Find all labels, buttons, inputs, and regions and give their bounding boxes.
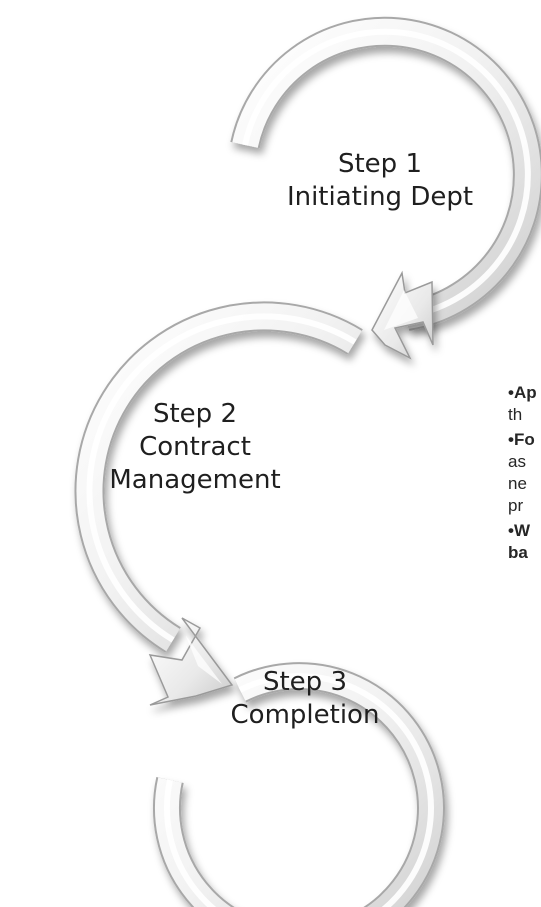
- step1-subtitle: Initiating Dept: [286, 182, 474, 212]
- step1-arrow: [230, 16, 541, 331]
- note-item-2-line: as: [508, 452, 526, 471]
- step2-title: Step 2: [152, 399, 237, 429]
- note-item-2-line: ne: [508, 474, 527, 493]
- note-item-3: •W ba: [508, 520, 541, 564]
- step1-label: Step 1 Initiating Dept: [265, 148, 495, 214]
- note-item-2-head: •Fo: [508, 430, 535, 449]
- step2-arrow: [74, 301, 363, 653]
- step2-label: Step 2 Contract Management: [95, 398, 295, 497]
- step2-arrowhead: [148, 617, 234, 706]
- notes-panel: •Ap th •Fo as ne pr •W ba: [508, 382, 541, 567]
- step2-subtitle: Contract: [139, 432, 251, 462]
- step3-arrow: [152, 662, 445, 907]
- step1-title: Step 1: [337, 149, 422, 179]
- note-item-3-head: •W: [508, 521, 530, 540]
- note-item-1-line: th: [508, 405, 523, 424]
- step1-arrowhead: [371, 270, 434, 360]
- step3-subtitle: Completion: [230, 700, 380, 730]
- step3-label: Step 3 Completion: [230, 666, 380, 732]
- note-item-3-line: ba: [508, 543, 528, 562]
- note-item-1: •Ap th: [508, 382, 541, 426]
- note-item-2: •Fo as ne pr: [508, 429, 541, 517]
- note-item-2-line: pr: [508, 496, 524, 515]
- note-item-1-head: •Ap: [508, 383, 537, 402]
- step2-subtitle-line2: Management: [109, 465, 281, 495]
- step3-title: Step 3: [262, 667, 347, 697]
